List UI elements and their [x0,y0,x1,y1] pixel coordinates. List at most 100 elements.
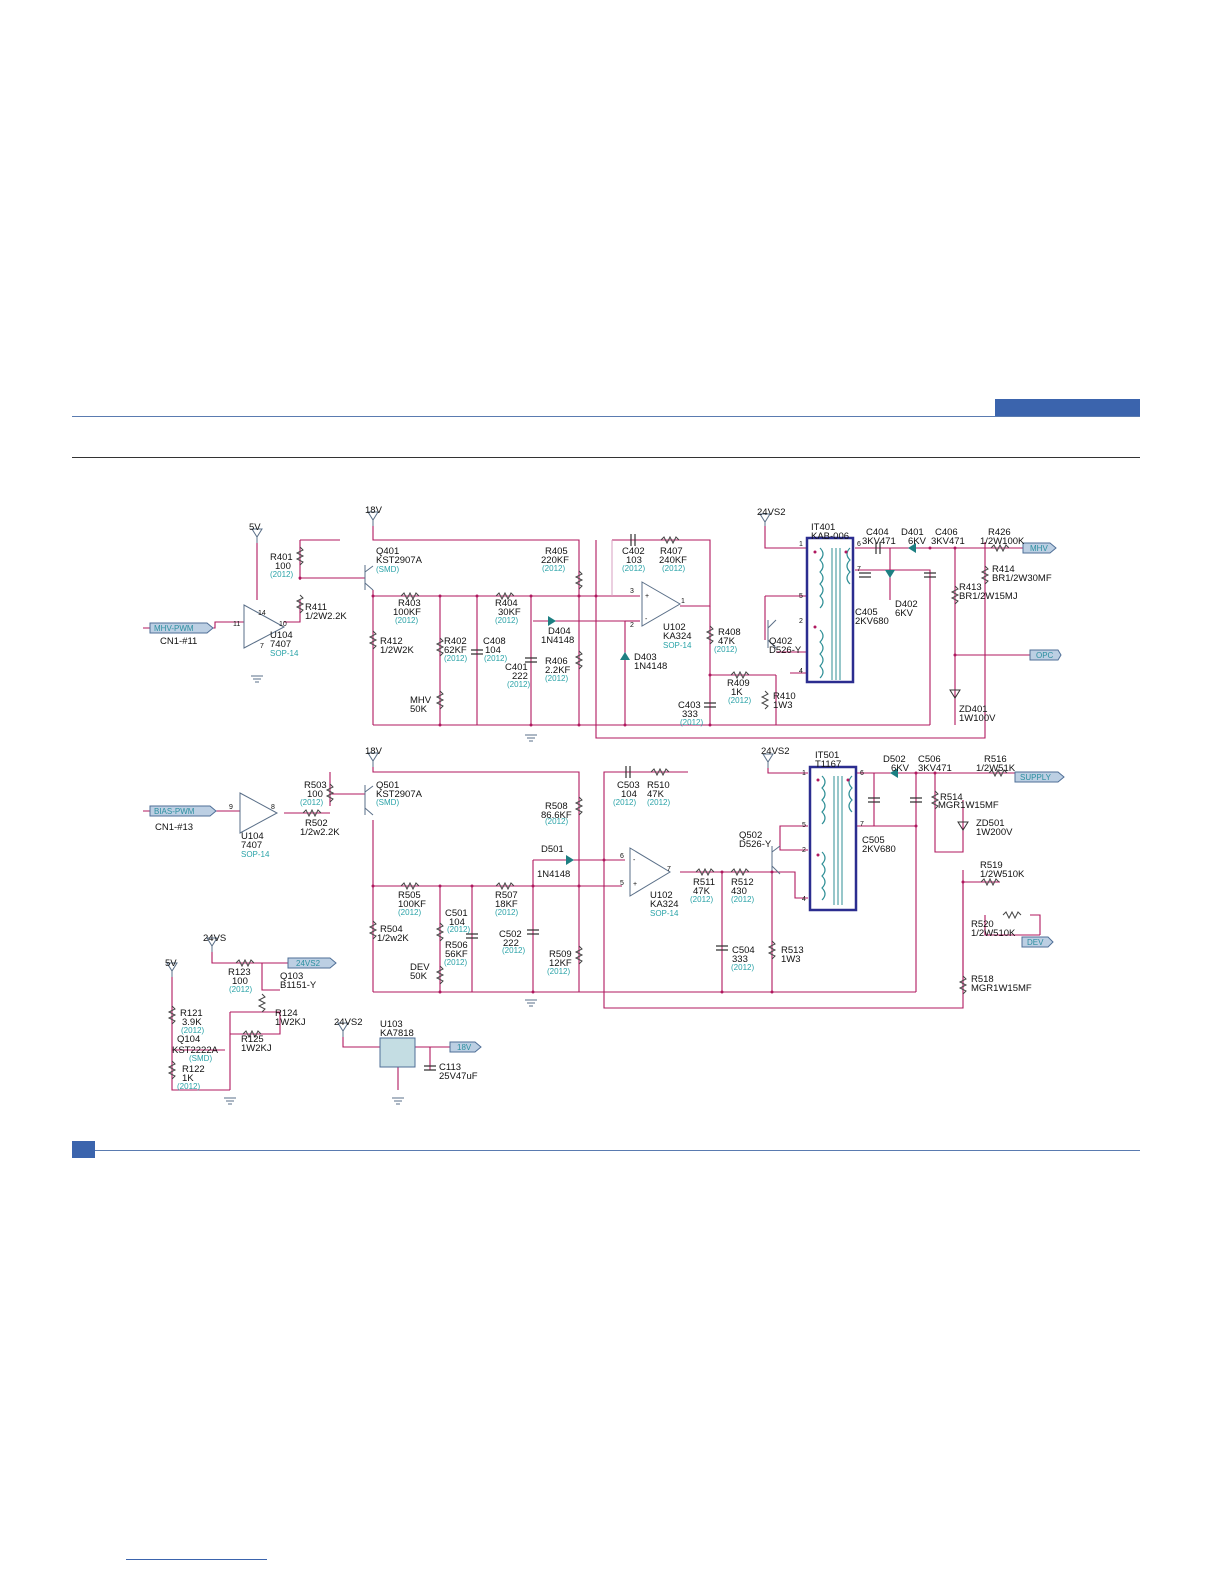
schematic-label: BIAS-PWM [154,807,195,816]
schematic-label: R518 [971,974,994,985]
schematic-label: Q103 [280,971,303,982]
schematic-label: 5V [165,958,177,969]
schematic-label: SOP-14 [663,641,692,650]
schematic-label: 1W200V [976,827,1013,838]
schematic-label: R406 [545,656,568,667]
schematic-label: C505 [862,835,885,846]
schematic-label: R520 [971,919,994,930]
schematic-label: R125 [241,1034,264,1045]
schematic-label: (2012) [181,1026,204,1035]
schematic-label: 3KV471 [862,536,896,547]
schematic-label: (2012) [507,680,530,689]
schematic-label: BR1/2W30MF [992,573,1052,584]
schematic-label: 103 [626,555,642,566]
schematic-label: 3 [630,588,634,595]
schematic-label: 24VS2 [334,1017,363,1028]
schematic-label: 6KV [895,608,914,619]
schematic-label: (2012) [502,946,525,955]
schematic-label: 1/2W510K [980,869,1025,880]
schematic-label: + [633,881,637,888]
schematic-label: 6KV [891,763,910,774]
schematic-label: R519 [980,860,1003,871]
schematic-label: C504 [732,945,755,956]
schematic-label: (2012) [714,645,737,654]
header-rule [72,416,1140,417]
schematic-label: (2012) [545,817,568,826]
schematic-label: D526-Y [739,839,772,850]
schematic-label: 4 [799,668,803,675]
schematic-label: C501 [445,908,468,919]
schematic-label: Q502 [739,830,762,841]
header-tab [995,399,1140,416]
schematic-label: (2012) [229,985,252,994]
schematic-label: BR1/2W15MJ [959,591,1018,602]
schematic-label: 1/2W2K [380,645,414,656]
schematic-label: T1167 [815,759,841,770]
schematic-label: D526-Y [769,645,802,656]
schematic-label: 2 [630,622,634,629]
schematic-label: (2012) [622,564,645,573]
schematic-label: (2012) [300,798,323,807]
schematic-label: 1/2w2.2K [300,827,340,838]
schematic-label: R502 [305,818,328,829]
schematic-label: C502 [499,929,522,940]
schematic-label: 24VS2 [296,959,321,968]
schematic-label: 18V [365,746,383,757]
schematic-label: R506 [445,940,468,951]
schematic-label: 2KV680 [862,844,896,855]
schematic-label: 1N4148 [634,661,667,672]
schematic-label: (2012) [447,925,470,934]
schematic-label: R404 [495,598,518,609]
schematic-label: 47K [718,636,736,647]
schematic-label: C113 [439,1062,461,1073]
schematic-label: (2012) [398,908,421,917]
schematic-label: 220KF [541,555,569,566]
schematic-label: U102 [663,622,686,633]
schematic-label: 2KV680 [855,616,889,627]
schematic-label: R508 [545,801,568,812]
schematic-label: DEV [410,962,430,973]
schematic-label: D404 [548,626,571,637]
schematic-label: R123 [228,967,251,978]
schematic-label: 7 [860,821,864,828]
schematic-label: C408 [483,636,506,647]
tag-bias-pwm: BIAS-PWM [149,805,217,817]
schematic-label: 56KF [445,949,468,960]
schematic-label: 100 [232,976,248,987]
schematic-label: 1/2W100K [980,536,1025,547]
schematic-label: 1/2w2K [377,933,409,944]
tag-24vs2: 24VS2 [287,957,337,969]
schematic-label: R503 [304,780,327,791]
schematic-label: R410 [773,691,796,702]
d403-diode [620,652,630,660]
schematic-label: 11 [233,621,240,628]
schematic-label: R402 [444,636,467,647]
d404-diode [548,616,556,626]
header-underline [72,457,1140,458]
schematic-label: 5 [620,880,624,887]
schematic-label: (2012) [545,674,568,683]
d401-diode [908,543,916,553]
schematic-label: 6KV [908,536,927,547]
q402-transistor [767,619,777,649]
it401-transformer [805,536,855,684]
schematic-label: 86.6KF [541,810,572,821]
schematic-label: R121 [180,1008,203,1019]
zd501-diode [957,821,969,831]
schematic-label: 5V [249,522,261,533]
schematic-label: Q402 [769,636,792,647]
schematic-label: MGR1W15MF [938,800,999,811]
schematic-label: C404 [866,527,889,538]
section-bias: BIAS-PWM SUPPLY DEV 18V 24VS2 R503 100 (… [143,746,1065,1009]
schematic-label: 14 [258,610,266,617]
schematic-label: IT501 [815,750,839,761]
schematic-label: (SMD) [376,798,399,807]
schematic-label: - [633,857,636,864]
schematic-label: (2012) [613,798,636,807]
tag-opc: OPC [1029,649,1062,661]
schematic-label: 1/2W510K [971,928,1016,939]
schematic-label: (2012) [542,564,565,573]
schematic-label: C503 [617,780,640,791]
schematic-label: (2012) [177,1082,200,1091]
schematic-label: 104 [485,645,501,656]
